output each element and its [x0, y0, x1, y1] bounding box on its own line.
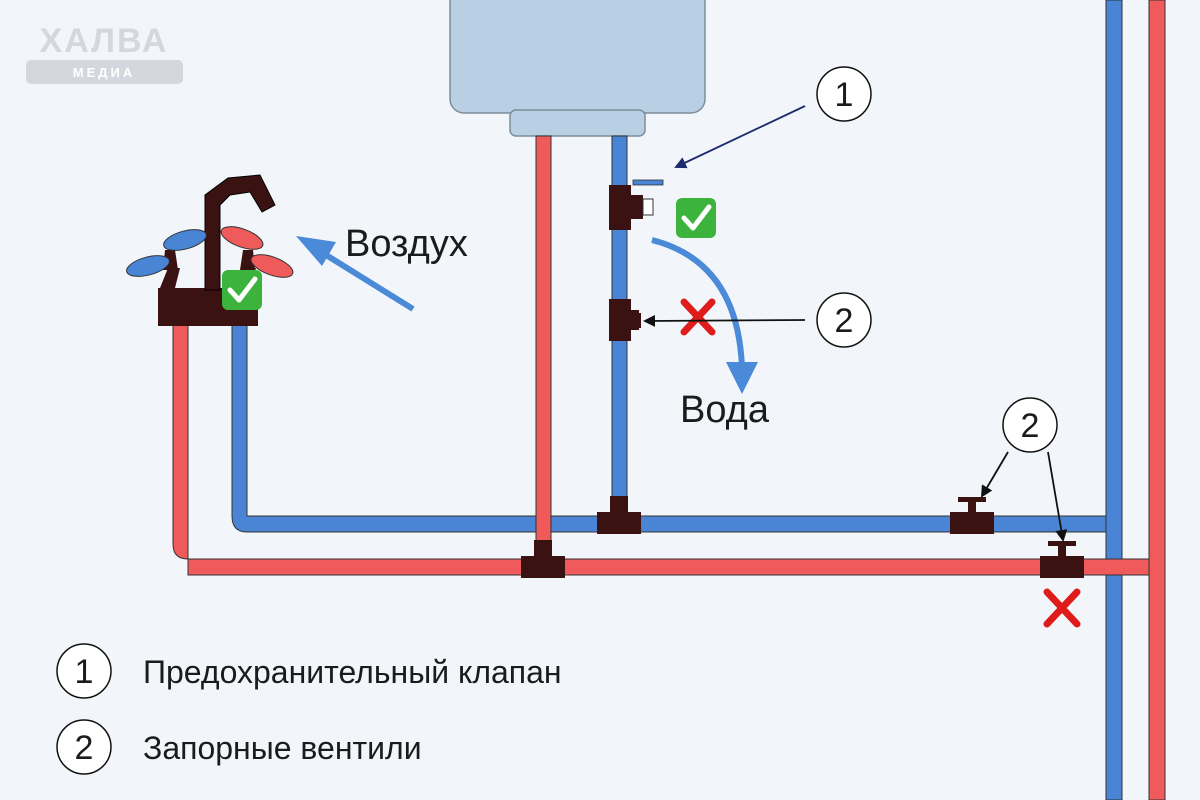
check-mark-icon: [222, 270, 262, 310]
hot-outlet-pipe: [535, 135, 552, 562]
legend-item: 2 Запорные вентили: [56, 719, 422, 775]
air-label: Воздух: [345, 223, 468, 265]
logo-title: ХАЛВА: [40, 22, 169, 60]
logo-subtitle: МЕДИА: [73, 65, 136, 80]
cross-icon: [1043, 588, 1081, 628]
logo: ХАЛВА МЕДИА: [26, 22, 183, 84]
callout-number: 2: [835, 302, 854, 340]
callout-number: 2: [1021, 407, 1040, 445]
legend-text: Предохранительный клапан: [143, 654, 562, 690]
legend-number: 1: [75, 653, 94, 691]
legend-number: 2: [75, 729, 94, 767]
callout-inlet-valve: 2: [643, 292, 872, 348]
check-mark-icon: [676, 198, 716, 238]
hot-tee-fitting: [521, 556, 565, 578]
callout-number: 1: [835, 76, 854, 114]
legend-item: 1 Предохранительный клапан: [56, 643, 562, 699]
mixer-faucet: [126, 174, 294, 326]
cold-line-shutoff-valve: [950, 497, 994, 534]
callout-safety-valve: 1: [674, 66, 872, 169]
cross-icon: [680, 298, 716, 336]
cold-tee-fitting: [597, 512, 641, 534]
hot-water-pipe: [172, 319, 1150, 576]
water-arrow: [651, 237, 758, 394]
air-arrow: [296, 236, 415, 312]
inlet-shutoff-valve: [609, 299, 641, 341]
cold-water-riser: [1105, 0, 1123, 800]
legend-text: Запорные вентили: [143, 730, 422, 766]
water-heater-tank: [449, 0, 706, 137]
water-label: Вода: [680, 389, 770, 431]
safety-valve: [609, 179, 664, 230]
callout-line-valves: 2: [980, 397, 1068, 542]
hot-water-riser: [1148, 0, 1166, 800]
legend: 1 Предохранительный клапан 2 Запорные ве…: [56, 643, 562, 775]
hot-line-shutoff-valve: [1040, 541, 1084, 578]
